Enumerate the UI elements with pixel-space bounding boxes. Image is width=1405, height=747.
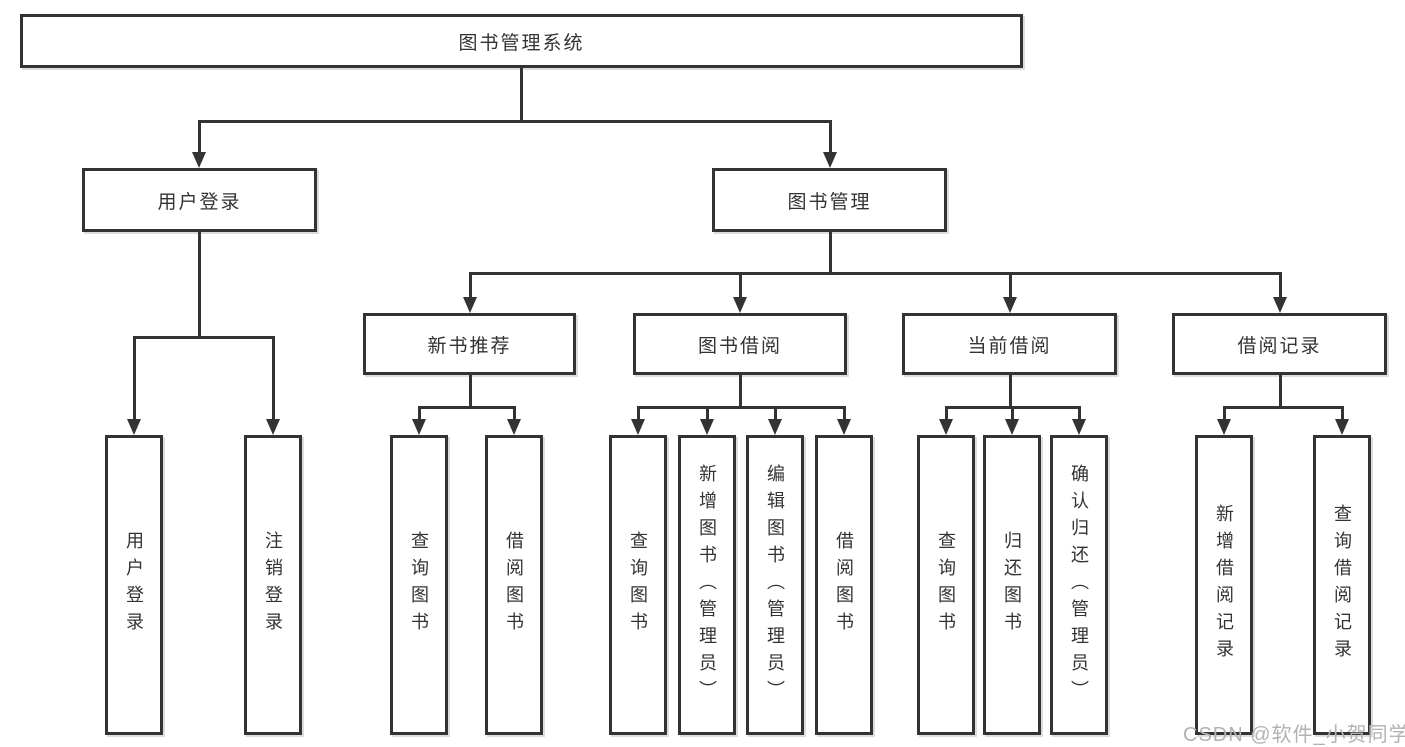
connector-segment <box>1222 406 1226 423</box>
node-label: 新书推荐 <box>427 335 512 357</box>
connector-segment <box>417 406 516 409</box>
watermark: CSDN @软件_小贺同学 <box>1183 724 1405 746</box>
connector-segment <box>773 406 777 423</box>
node-return-books: 归还图书 <box>983 435 1041 735</box>
connector-segment <box>132 336 275 339</box>
arrow-down-icon <box>1217 419 1231 435</box>
connector-segment <box>468 375 472 409</box>
node-label: 用户登录 <box>157 191 242 213</box>
connector-segment <box>1340 406 1344 423</box>
node-label: 新增图书（管理员） <box>697 463 717 707</box>
arrow-down-icon <box>823 152 837 168</box>
connector-segment <box>519 68 523 123</box>
node-query-books-borrow: 查询图书 <box>609 435 667 735</box>
node-borrow-books-recommend: 借阅图书 <box>485 435 543 735</box>
node-label: 查询借阅记录 <box>1332 504 1352 666</box>
node-label: 归还图书 <box>1002 531 1022 639</box>
node-borrow-books: 借阅图书 <box>815 435 873 735</box>
arrow-down-icon <box>939 419 953 435</box>
arrow-down-icon <box>1072 419 1086 435</box>
connector-segment <box>417 406 421 423</box>
node-query-borrow-record: 查询借阅记录 <box>1313 435 1371 735</box>
arrow-down-icon <box>700 419 714 435</box>
node-label: 查询图书 <box>936 531 956 639</box>
connector-segment <box>271 336 275 423</box>
arrow-down-icon <box>1005 419 1019 435</box>
connector-segment <box>1278 272 1282 301</box>
node-library-system: 图书管理系统 <box>20 14 1023 68</box>
arrow-down-icon <box>412 419 426 435</box>
node-label: 查询图书 <box>628 531 648 639</box>
connector-segment <box>1278 375 1282 409</box>
connector-segment <box>1077 406 1081 423</box>
node-label: 当前借阅 <box>967 335 1052 357</box>
arrow-down-icon <box>507 419 521 435</box>
arrow-down-icon <box>837 419 851 435</box>
node-add-borrow-record: 新增借阅记录 <box>1195 435 1253 735</box>
node-label: 借阅图书 <box>504 531 524 639</box>
node-confirm-return-admin: 确认归还（管理员） <box>1050 435 1108 735</box>
node-label: 新增借阅记录 <box>1214 504 1234 666</box>
node-label: 图书管理系统 <box>458 32 585 54</box>
arrow-down-icon <box>1335 419 1349 435</box>
connector-segment <box>738 272 742 301</box>
node-label: 图书借阅 <box>697 335 782 357</box>
node-logout: 注销登录 <box>244 435 302 735</box>
node-book-borrow: 图书借阅 <box>633 313 847 375</box>
node-label: 借阅记录 <box>1237 335 1322 357</box>
arrow-down-icon <box>733 297 747 313</box>
arrow-down-icon <box>463 297 477 313</box>
node-query-books-current: 查询图书 <box>917 435 975 735</box>
connector-segment <box>828 120 832 156</box>
connector-segment <box>1008 375 1012 409</box>
node-add-book-admin: 新增图书（管理员） <box>678 435 736 735</box>
connector-segment <box>944 406 948 423</box>
connector-segment <box>1010 406 1014 423</box>
node-edit-book-admin: 编辑图书（管理员） <box>746 435 804 735</box>
connector-segment <box>636 406 640 423</box>
connector-segment <box>705 406 709 423</box>
node-user-login: 用户登录 <box>82 168 317 232</box>
node-book-management: 图书管理 <box>712 168 947 232</box>
connector-segment <box>738 375 742 409</box>
node-label: 注销登录 <box>263 531 283 639</box>
arrow-down-icon <box>266 419 280 435</box>
connector-segment <box>132 336 136 423</box>
connector-segment <box>468 272 472 301</box>
connector-segment <box>1222 406 1344 409</box>
arrow-down-icon <box>631 419 645 435</box>
connector-segment <box>197 120 832 123</box>
arrow-down-icon <box>192 152 206 168</box>
connector-segment <box>828 232 832 275</box>
node-label: 用户登录 <box>124 531 144 639</box>
node-label: 借阅图书 <box>834 531 854 639</box>
node-label: 查询图书 <box>409 531 429 639</box>
node-label: 确认归还（管理员） <box>1069 463 1089 707</box>
connector-segment <box>842 406 846 423</box>
node-query-books-recommend: 查询图书 <box>390 435 448 735</box>
connector-segment <box>468 272 1282 275</box>
connector-segment <box>636 406 846 409</box>
node-current-borrow: 当前借阅 <box>902 313 1117 375</box>
node-label: 图书管理 <box>787 191 872 213</box>
connector-segment <box>197 120 201 156</box>
arrow-down-icon <box>1003 297 1017 313</box>
arrow-down-icon <box>127 419 141 435</box>
arrow-down-icon <box>768 419 782 435</box>
connector-segment <box>1008 272 1012 301</box>
arrow-down-icon <box>1273 297 1287 313</box>
connector-segment <box>512 406 516 423</box>
node-borrow-records: 借阅记录 <box>1172 313 1387 375</box>
node-user-login-leaf: 用户登录 <box>105 435 163 735</box>
node-new-book-recommend: 新书推荐 <box>363 313 576 375</box>
connector-segment <box>197 232 201 339</box>
node-label: 编辑图书（管理员） <box>765 463 785 707</box>
